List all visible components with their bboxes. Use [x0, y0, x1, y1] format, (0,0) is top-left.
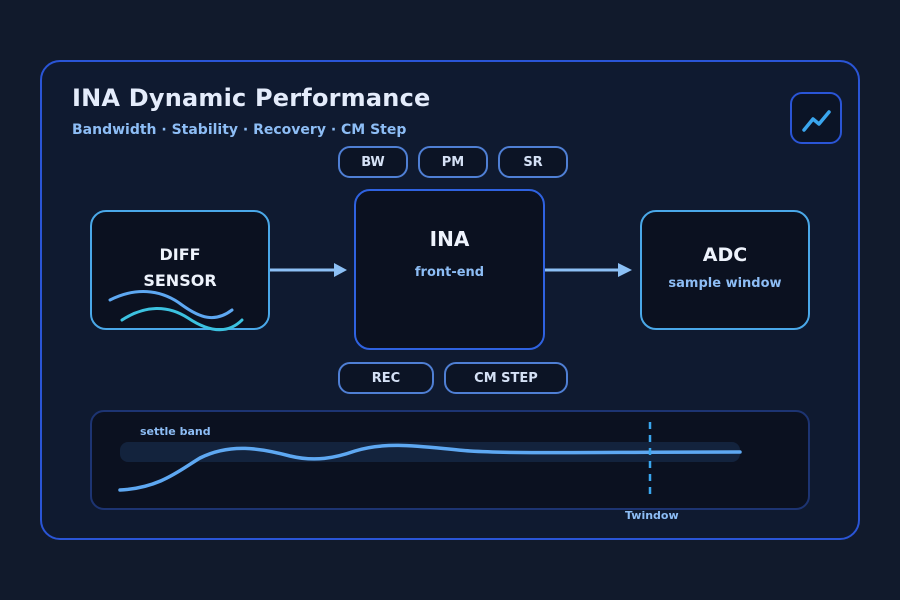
- ina-label: INA: [429, 227, 470, 251]
- trend-chart-button[interactable]: [790, 92, 842, 144]
- chip-pm[interactable]: PM: [418, 146, 488, 178]
- adc-block: ADC sample window: [640, 210, 810, 330]
- ina-sublabel: front-end: [414, 265, 485, 280]
- chip-cm-step[interactable]: CM STEP: [444, 362, 568, 394]
- chip-bw[interactable]: BW: [338, 146, 408, 178]
- chip-rec[interactable]: REC: [338, 362, 434, 394]
- trend-chart-icon: [802, 110, 831, 132]
- diff-sensor-label: DIFF SENSOR: [92, 242, 268, 294]
- chip-sr[interactable]: SR: [498, 146, 568, 178]
- diff-sensor-line2: SENSOR: [143, 271, 217, 290]
- page-subtitle: Bandwidth · Stability · Recovery · CM St…: [72, 122, 407, 138]
- settle-band-label: settle band: [140, 425, 211, 438]
- diff-sensor-line1: DIFF: [159, 245, 201, 264]
- twindow-label: Twindow: [625, 509, 679, 522]
- page-title: INA Dynamic Performance: [72, 84, 431, 112]
- adc-sublabel: sample window: [668, 276, 782, 291]
- diff-sensor-block: DIFF SENSOR: [90, 210, 270, 330]
- ina-block: INA front-end: [354, 189, 545, 350]
- adc-label: ADC: [702, 244, 748, 266]
